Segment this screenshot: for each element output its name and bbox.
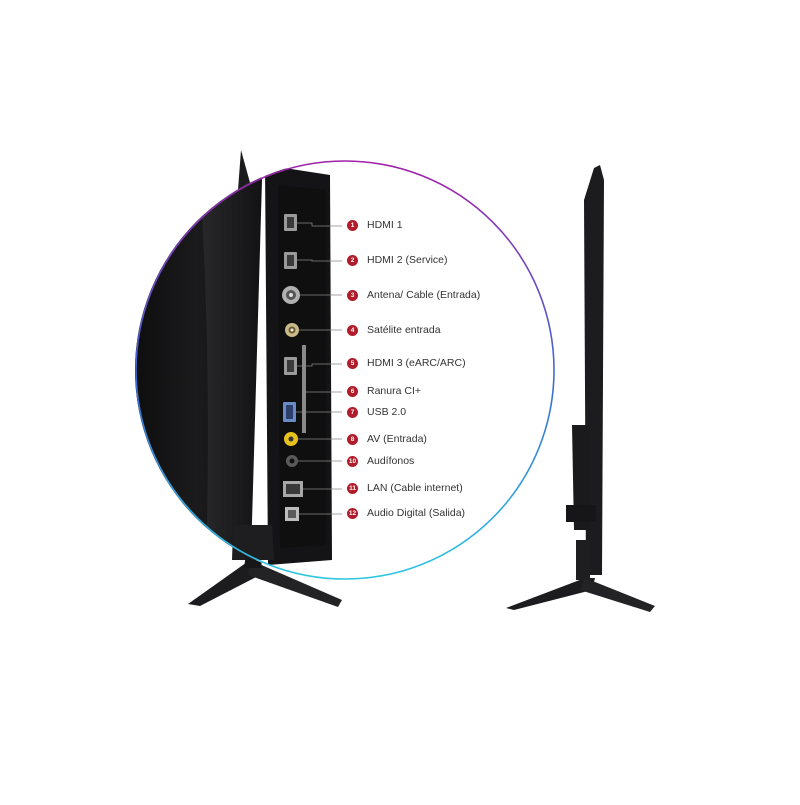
port-number-badge: 3 xyxy=(347,290,358,301)
av-port-icon xyxy=(284,432,298,446)
coax-port-icon xyxy=(285,323,299,337)
port-number-badge: 8 xyxy=(347,434,358,445)
port-label: Satélite entrada xyxy=(367,324,441,336)
hdmi-port-icon xyxy=(284,214,297,231)
port-label: HDMI 2 (Service) xyxy=(367,254,448,266)
port-number-badge: 5 xyxy=(347,358,358,369)
port-label: HDMI 3 (eARC/ARC) xyxy=(367,357,466,369)
port-number-badge: 11 xyxy=(347,483,358,494)
port-label: Audio Digital (Salida) xyxy=(367,507,466,519)
port-number-badge: 4 xyxy=(347,325,358,336)
leader-lines xyxy=(296,222,342,515)
ci-slot-icon xyxy=(302,345,306,433)
port-label: Audífonos xyxy=(367,455,415,467)
hdmi-port-icon xyxy=(284,357,297,375)
coax-port-icon xyxy=(282,286,300,304)
port-icons xyxy=(282,214,306,521)
optical-port-icon xyxy=(285,507,299,521)
port-label: LAN (Cable internet) xyxy=(367,482,463,494)
port-label: Antena/ Cable (Entrada) xyxy=(367,289,481,301)
port-number-badge: 2 xyxy=(347,255,358,266)
usb-port-icon xyxy=(283,402,296,422)
zoom-detail xyxy=(135,160,555,580)
port-label: HDMI 1 xyxy=(367,219,403,231)
hdmi-port-icon xyxy=(284,252,297,269)
lan-port-icon xyxy=(283,481,303,497)
port-label: Ranura CI+ xyxy=(367,385,421,397)
port-number-badge: 6 xyxy=(347,386,358,397)
headphone-jack-icon xyxy=(286,455,298,467)
port-label: AV (Entrada) xyxy=(367,433,427,445)
port-number-badge: 1 xyxy=(347,220,358,231)
tv-right-side-view xyxy=(506,165,655,612)
port-number-badge: 12 xyxy=(347,508,358,519)
port-number-badge: 10 xyxy=(347,456,358,467)
port-number-badge: 7 xyxy=(347,407,358,418)
port-label: USB 2.0 xyxy=(367,406,407,418)
zoom-circle-outline xyxy=(135,160,555,580)
